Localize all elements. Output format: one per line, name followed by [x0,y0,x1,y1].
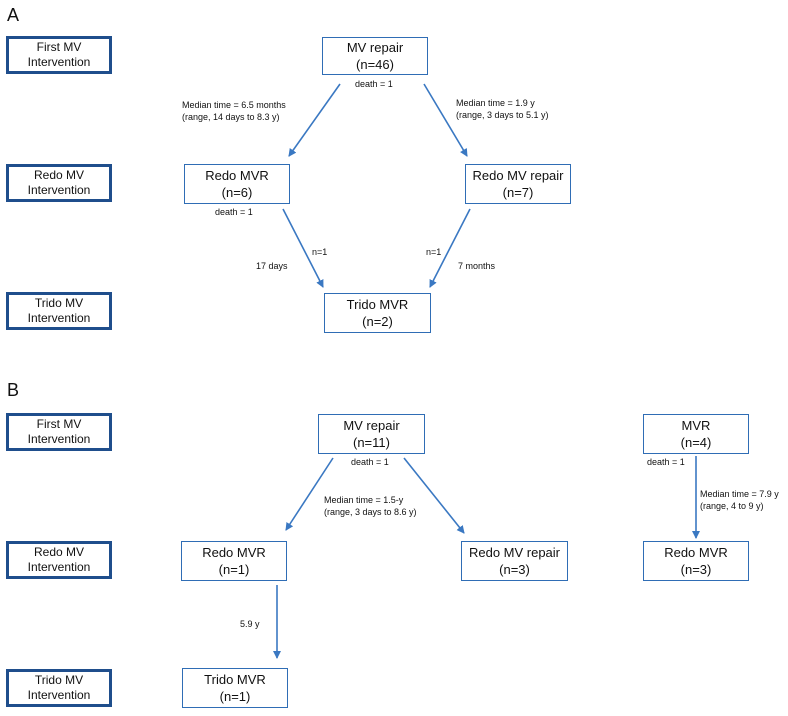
node-title: Redo MVR [202,545,266,560]
note-b-repair-median-time: Median time = 1.5-y (range, 3 days to 8.… [324,494,417,518]
level-label: Intervention [27,688,91,702]
panel-b-label: B [7,380,20,400]
node-b-redo-mvr-right: Redo MVR (n=3) [643,541,749,581]
level-label: Intervention [27,432,91,446]
note-line: (range, 14 days to 8.3 y) [182,112,280,122]
node-count: (n=46) [356,57,394,72]
level-label: Intervention [27,311,91,325]
note-line: Median time = 7.9 y [700,489,779,499]
note-b-death-repair: death = 1 [351,457,389,467]
note-a-death-redo: death = 1 [215,207,253,217]
level-trido-mv-intervention-b: Trido MV Intervention [6,669,112,707]
note-b-mvr-median-time: Median time = 7.9 y (range, 4 to 9 y) [700,488,779,512]
node-b-redo-mvr-left: Redo MVR (n=1) [181,541,287,581]
node-count: (n=1) [219,689,251,704]
node-count: (n=4) [680,435,712,450]
note-line: Median time = 1.9 y [456,98,535,108]
level-first-mv-intervention-b: First MV Intervention [6,413,112,451]
node-a-redo-mvr: Redo MVR (n=6) [184,164,290,204]
level-redo-mv-intervention-a: Redo MV Intervention [6,164,112,202]
note-a-left-n: n=1 [312,247,328,257]
node-b-trido-mvr: Trido MVR (n=1) [182,668,288,708]
level-label: Trido MV [34,673,84,687]
node-title: Trido MVR [204,672,266,687]
level-label: Redo MV [33,168,85,182]
note-line: Median time = 6.5 months [182,100,286,110]
node-b-mvr: MVR (n=4) [643,414,749,454]
level-label: Redo MV [33,545,85,559]
note-b-death-mvr: death = 1 [647,457,685,467]
note-line: (range, 3 days to 5.1 y) [456,110,549,120]
note-line: (range, 4 to 9 y) [700,501,764,511]
level-label: Intervention [27,55,91,69]
level-label: First MV [36,417,82,431]
node-count: (n=3) [499,562,530,577]
node-b-mv-repair: MV repair (n=11) [318,414,425,454]
level-label: Trido MV [34,296,84,310]
note-a-right-months: 7 months [458,261,496,271]
node-count: (n=2) [362,314,393,329]
node-title: MV repair [346,40,404,55]
level-first-mv-intervention-a: First MV Intervention [6,36,112,74]
level-label: Intervention [27,183,91,197]
note-line: Median time = 1.5-y [324,495,404,505]
note-b-trido-time: 5.9 y [240,619,260,629]
node-count: (n=1) [218,562,250,577]
note-line: (range, 3 days to 8.6 y) [324,507,417,517]
level-trido-mv-intervention-a: Trido MV Intervention [6,292,112,330]
level-label: Intervention [27,560,91,574]
level-redo-mv-intervention-b: Redo MV Intervention [6,541,112,579]
node-title: Redo MVR [205,168,269,183]
node-a-mv-repair: MV repair (n=46) [322,37,428,75]
node-b-redo-mv-repair: Redo MV repair (n=3) [461,541,568,581]
node-title: MV repair [343,418,400,433]
node-a-trido-mvr: Trido MVR (n=2) [324,293,431,333]
node-count: (n=3) [680,562,712,577]
node-title: Trido MVR [346,297,409,312]
note-a-left-days: 17 days [256,261,288,271]
node-title: MVR [681,418,711,433]
node-a-redo-mv-repair: Redo MV repair (n=7) [465,164,571,204]
node-title: Redo MV repair [468,545,561,560]
level-label: First MV [36,40,82,54]
node-count: (n=6) [221,185,253,200]
node-title: Redo MV repair [472,168,564,183]
note-a-right-median-time: Median time = 1.9 y (range, 3 days to 5.… [456,97,549,121]
node-count: (n=7) [502,185,534,200]
node-count: (n=11) [353,435,390,450]
note-a-death-top: death = 1 [355,79,393,89]
note-a-left-median-time: Median time = 6.5 months (range, 14 days… [182,99,286,123]
panel-a-label: A [7,5,20,25]
arrow-a-repair-to-redo-mvr [288,83,341,157]
note-a-right-n: n=1 [426,247,442,257]
node-title: Redo MVR [664,545,728,560]
